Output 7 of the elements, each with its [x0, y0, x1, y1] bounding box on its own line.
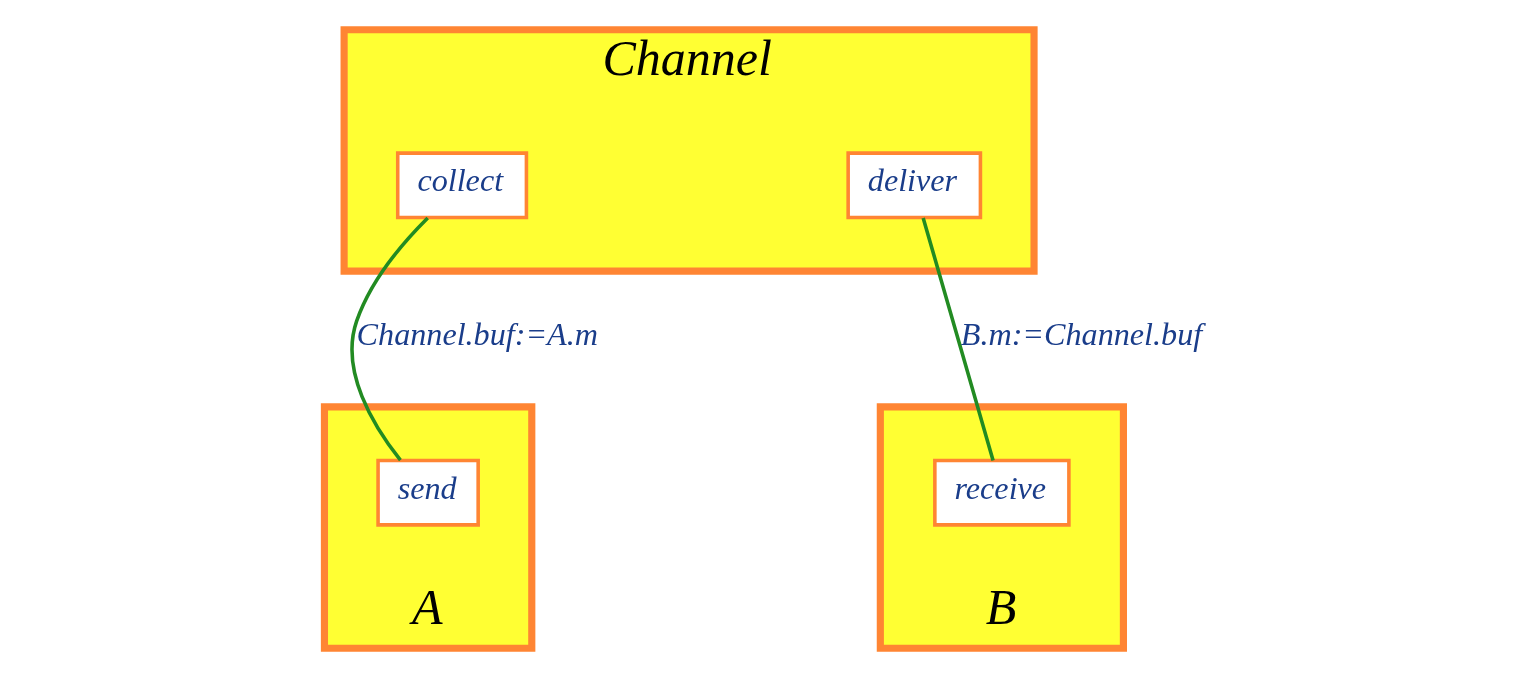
- edge-label: Channel.buf:=A.m: [356, 316, 598, 353]
- node-box: collect: [395, 151, 528, 220]
- node-box: receive: [932, 458, 1071, 527]
- connector: [349, 216, 429, 462]
- node-box: deliver: [845, 151, 982, 220]
- connector: [920, 217, 995, 461]
- node-box: send: [375, 458, 480, 527]
